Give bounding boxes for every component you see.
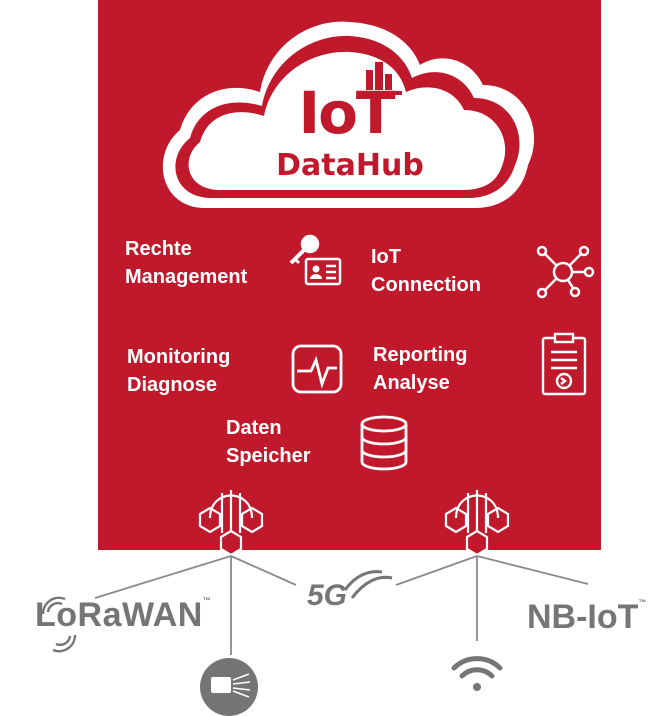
- feature-reporting-analyse: Reporting Analyse: [373, 341, 467, 397]
- feature-label-line2: Connection: [371, 274, 481, 296]
- feature-label-line1: Monitoring: [127, 346, 231, 368]
- gateway-icon-left: [198, 490, 264, 557]
- feature-label-line2: Analyse: [373, 372, 450, 394]
- feature-iot-connection: IoT Connection: [371, 243, 481, 299]
- feature-label-line1: Rechte: [125, 238, 192, 260]
- lorawan-trademark: ™: [202, 596, 212, 605]
- lora-signal-icon: [41, 596, 77, 653]
- feature-label-line1: Reporting: [373, 344, 468, 366]
- gateway-icon-right: [444, 490, 510, 557]
- nb-iot-trademark: ™: [638, 598, 647, 607]
- nb-iot-label: NB-IoT: [527, 598, 639, 636]
- feature-label-line2: Management: [125, 266, 248, 288]
- feature-label-line1: Daten: [226, 417, 282, 439]
- 5g-signal-icon: [343, 570, 393, 599]
- wifi-icon: [451, 656, 503, 691]
- feature-monitoring-diagnose: Monitoring Diagnose: [127, 343, 230, 399]
- feature-rechte-management: Rechte Management: [125, 235, 247, 291]
- network-hub-icon: [536, 245, 595, 299]
- fiber-device-icon: [200, 658, 258, 716]
- key-id-card-icon: [289, 234, 342, 286]
- pulse-monitor-icon: [291, 344, 343, 394]
- building-icon: [360, 49, 402, 95]
- connection-lines: [94, 555, 589, 655]
- lorawan-logo: LoRaWAN™: [35, 596, 211, 635]
- feature-label-line2: Diagnose: [127, 374, 218, 396]
- lorawan-label: LoRaWAN: [35, 596, 203, 634]
- database-icon: [360, 415, 408, 471]
- cloud-title-datahub: DataHub: [276, 148, 424, 183]
- cloud-title-iot: IoT: [298, 79, 396, 147]
- cloud-shape: [162, 21, 535, 208]
- 5g-logo: 5G: [307, 579, 348, 612]
- feature-label-line1: IoT: [371, 246, 401, 268]
- clipboard-report-icon: [541, 332, 587, 396]
- feature-label-line2: Speicher: [226, 445, 311, 467]
- nb-iot-logo: NB-IoT™: [527, 598, 646, 637]
- feature-daten-speicher: Daten Speicher: [226, 414, 310, 470]
